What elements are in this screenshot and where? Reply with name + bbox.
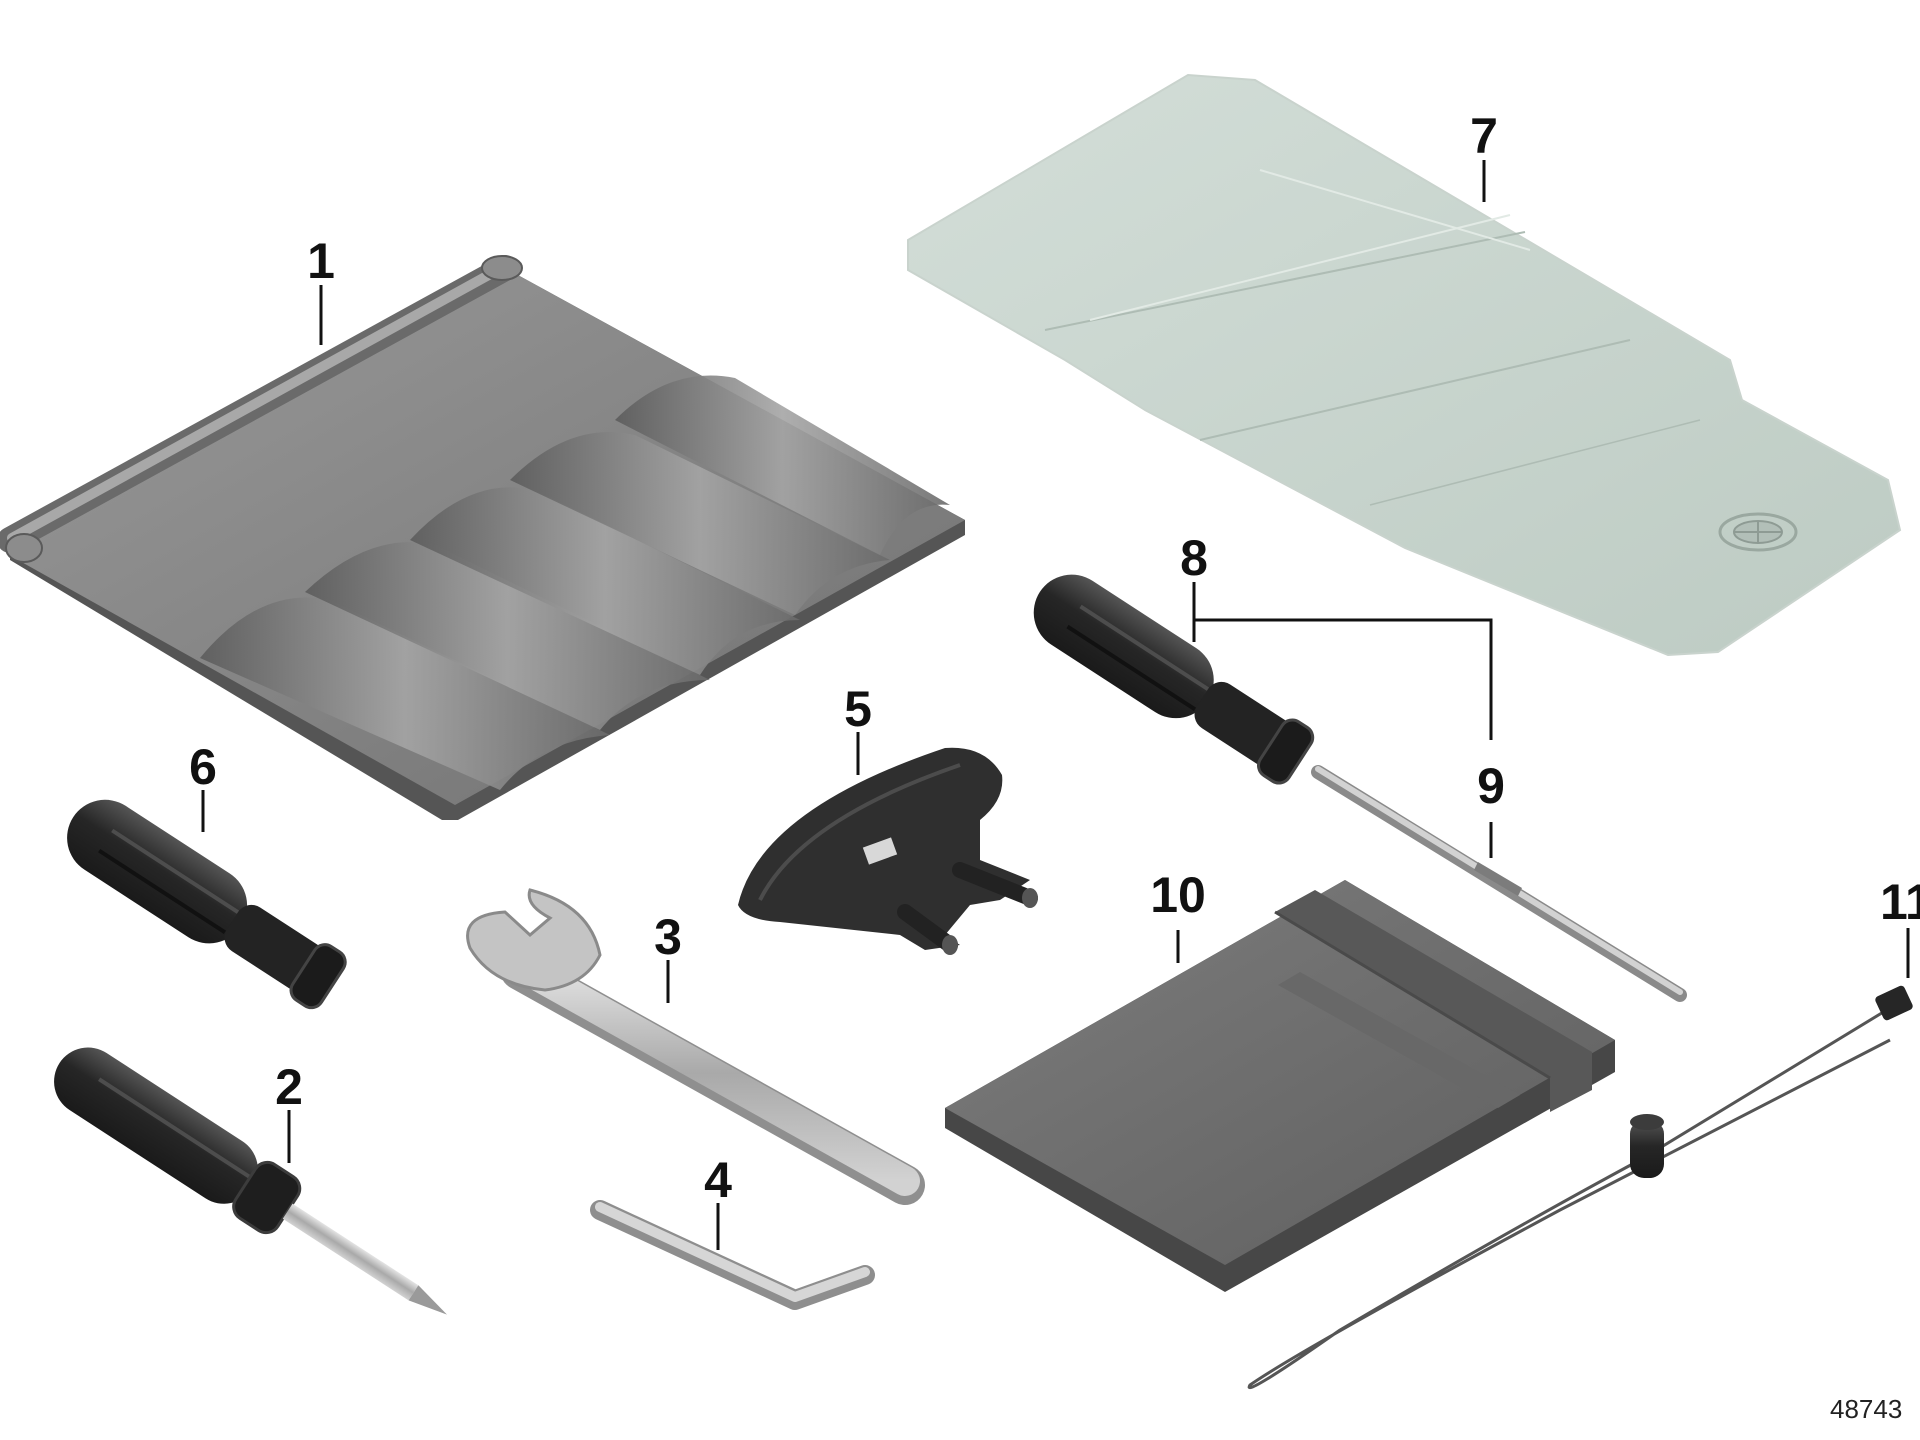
callout-8: 8 (1180, 530, 1208, 586)
callout-6: 6 (189, 739, 217, 795)
callout-11: 11 (1880, 874, 1920, 930)
figure-id: 48743 (1830, 1394, 1902, 1424)
part-2-screwdriver (54, 1047, 448, 1315)
part-1-tool-tray (0, 255, 965, 820)
part-5-wheel-key-adapter (738, 747, 1038, 955)
callout-2: 2 (275, 1059, 303, 1115)
part-4-hex-key (590, 1200, 875, 1310)
callout-9: 9 (1477, 758, 1505, 814)
callout-10: 10 (1150, 867, 1206, 923)
part-7-trunk-mat (907, 73, 1902, 657)
leader-lines (201, 160, 1910, 1250)
part-10-tool-pouch (945, 880, 1615, 1292)
callout-3: 3 (654, 909, 682, 965)
part-8-screwdriver-handle (1033, 574, 1315, 785)
callout-1: 1 (307, 233, 335, 289)
callout-labels: 1 2 3 4 5 6 7 8 9 10 11 (189, 108, 1920, 1208)
callout-4: 4 (704, 1152, 732, 1208)
part-11-tow-cable (1247, 985, 1913, 1390)
logo-emblem-icon (1718, 512, 1798, 552)
callout-5: 5 (844, 681, 872, 737)
part-6-screwdriver-handle (67, 799, 347, 1010)
part-9-reversible-blade (1311, 765, 1687, 1002)
part-3-open-end-wrench (466, 888, 925, 1205)
callout-7: 7 (1470, 108, 1498, 164)
